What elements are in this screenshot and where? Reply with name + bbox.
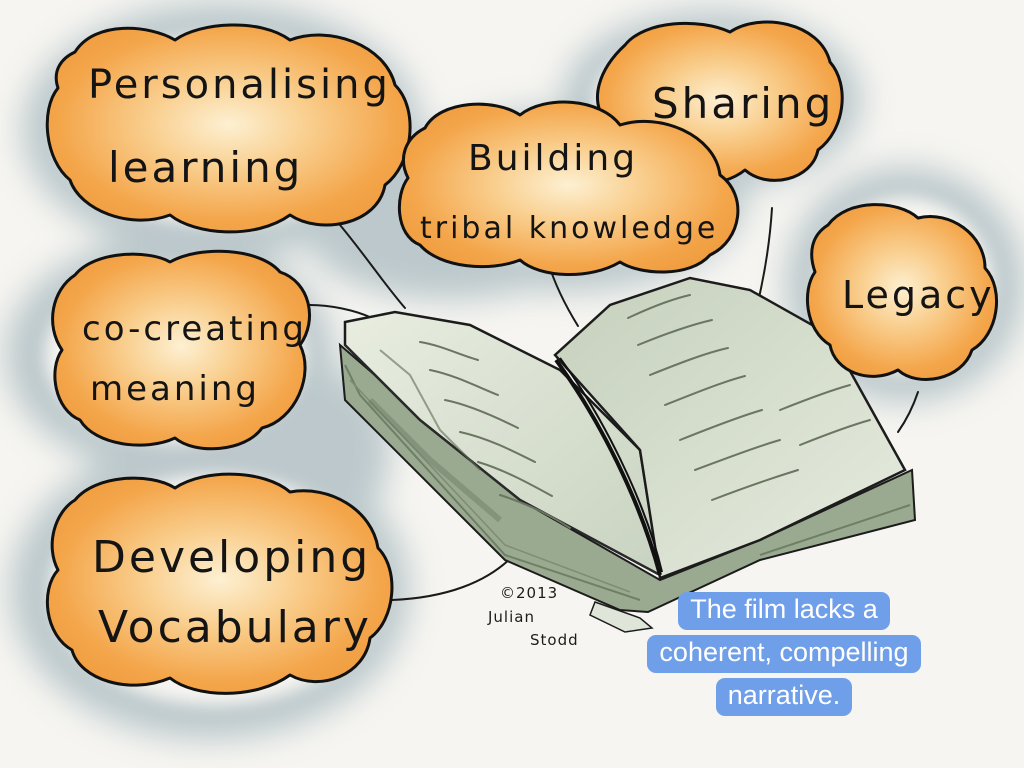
caption-overlay: The film lacks a coherent, compelling na… [616,588,952,738]
bubble-sharing-line1: Sharing [652,79,834,128]
bubble-personalising-learning: Personalising learning [45,23,412,234]
bubble-co-creating-meaning: co-creating meaning [51,249,312,451]
signature-first-name: Julian [487,608,535,626]
bubble-building-tribal-knowledge: Building tribal knowledge [397,100,740,277]
bubble-developing-line2: Vocabulary [98,602,372,653]
caption-line-1: The film lacks a [678,592,890,630]
artist-signature: ©2013 Julian Stodd [487,584,579,649]
right-page-text-lines [627,294,871,501]
signature-last-name: Stodd [530,631,579,649]
left-page-text-lines [419,341,571,529]
bubble-legacy-line1: Legacy [842,273,995,317]
caption-line-1-row: The film lacks a [616,588,952,631]
caption-line-3: narrative. [715,678,853,716]
signature-copyright: ©2013 [500,584,558,602]
bubble-cocreating-line2: meaning [90,369,260,409]
caption-line-2-row: coherent, compelling [616,631,952,674]
caption-line-3-row: narrative. [616,674,952,717]
bubble-cocreating-line1: co-creating [82,309,307,349]
bubble-building-line1: Building [468,138,638,179]
bubble-developing-vocabulary: Developing Vocabulary [45,472,394,695]
bubble-personalising-line2: learning [108,143,303,192]
bubble-building-line2: tribal knowledge [420,211,718,246]
caption-line-2: coherent, compelling [647,635,921,673]
bubble-personalising-line1: Personalising [88,62,391,108]
open-book [338,276,917,633]
bubble-developing-line1: Developing [92,532,371,583]
connector-lines [309,207,919,601]
bubble-legacy: Legacy [805,203,998,382]
